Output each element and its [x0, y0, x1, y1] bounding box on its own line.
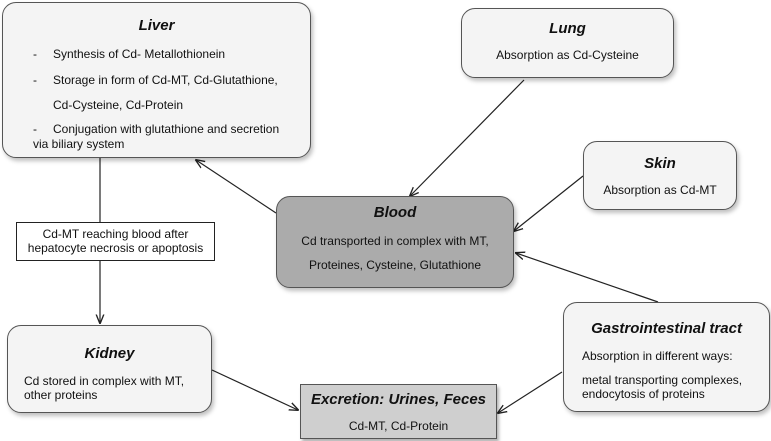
hepatocyte-note-line-1: Cd-MT reaching blood after — [42, 227, 189, 241]
liver-bullet-2: - — [33, 73, 37, 87]
liver-item-2-line-2: Cd-Cysteine, Cd-Protein — [53, 98, 184, 112]
liver-title: Liver — [138, 17, 175, 34]
arrow-gi-to-blood — [516, 253, 659, 303]
liver-bullet-3: - — [33, 122, 37, 136]
excretion-text: Cd-MT, Cd-Protein — [348, 419, 449, 433]
skin-title: Skin — [644, 155, 676, 172]
hepatocyte-note-box: Cd-MT reaching blood after hepatocyte ne… — [16, 222, 215, 261]
gi-tract-line-3: endocytosis of proteins — [582, 387, 705, 401]
lung-text: Absorption as Cd-Cysteine — [496, 48, 639, 62]
excretion-title: Excretion: Urines, Feces — [310, 391, 487, 408]
liver-item-3-line-2: via biliary system — [33, 137, 125, 151]
arrow-blood-to-liver — [196, 160, 277, 214]
blood-title: Blood — [373, 204, 417, 221]
excretion-box: Excretion: Urines, Feces Cd-MT, Cd-Prote… — [300, 384, 497, 439]
kidney-line-1: Cd stored in complex with MT, — [24, 374, 185, 388]
liver-item-1-line-1: Synthesis of Cd- Metallothionein — [53, 47, 226, 61]
kidney-box: Kidney Cd stored in complex with MT, oth… — [7, 325, 212, 413]
kidney-title: Kidney — [84, 345, 135, 362]
arrow-kidney-to-excretion — [211, 369, 298, 410]
liver-box: Liver - Synthesis of Cd- Metallothionein… — [2, 2, 311, 158]
liver-item-3-line-1: Conjugation with glutathione and secreti… — [53, 122, 280, 136]
liver-bullet-1: - — [33, 47, 37, 61]
gi-tract-line-2: metal transporting complexes, — [582, 373, 743, 387]
gi-tract-box: Gastrointestinal tract Absorption in dif… — [563, 302, 770, 412]
skin-box: Skin Absorption as Cd-MT — [583, 141, 737, 210]
arrow-gi-to-excretion — [498, 371, 563, 413]
arrow-skin-to-blood — [514, 175, 584, 231]
blood-line-2: Proteines, Cysteine, Glutathione — [308, 258, 482, 272]
kidney-line-2: other proteins — [24, 388, 98, 402]
blood-line-1: Cd transported in complex with MT, — [301, 234, 489, 248]
blood-box: Blood Cd transported in complex with MT,… — [276, 196, 514, 288]
liver-item-2-line-1: Storage in form of Cd-MT, Cd-Glutathione… — [53, 73, 278, 87]
hepatocyte-note-line-2: hepatocyte necrosis or apoptosis — [27, 241, 204, 255]
gi-tract-title: Gastrointestinal tract — [591, 320, 742, 337]
lung-title: Lung — [549, 20, 586, 37]
gi-tract-line-1: Absorption in different ways: — [582, 349, 733, 363]
skin-text: Absorption as Cd-MT — [603, 183, 717, 197]
lung-box: Lung Absorption as Cd-Cysteine — [461, 8, 674, 78]
arrow-lung-to-blood — [410, 79, 525, 196]
